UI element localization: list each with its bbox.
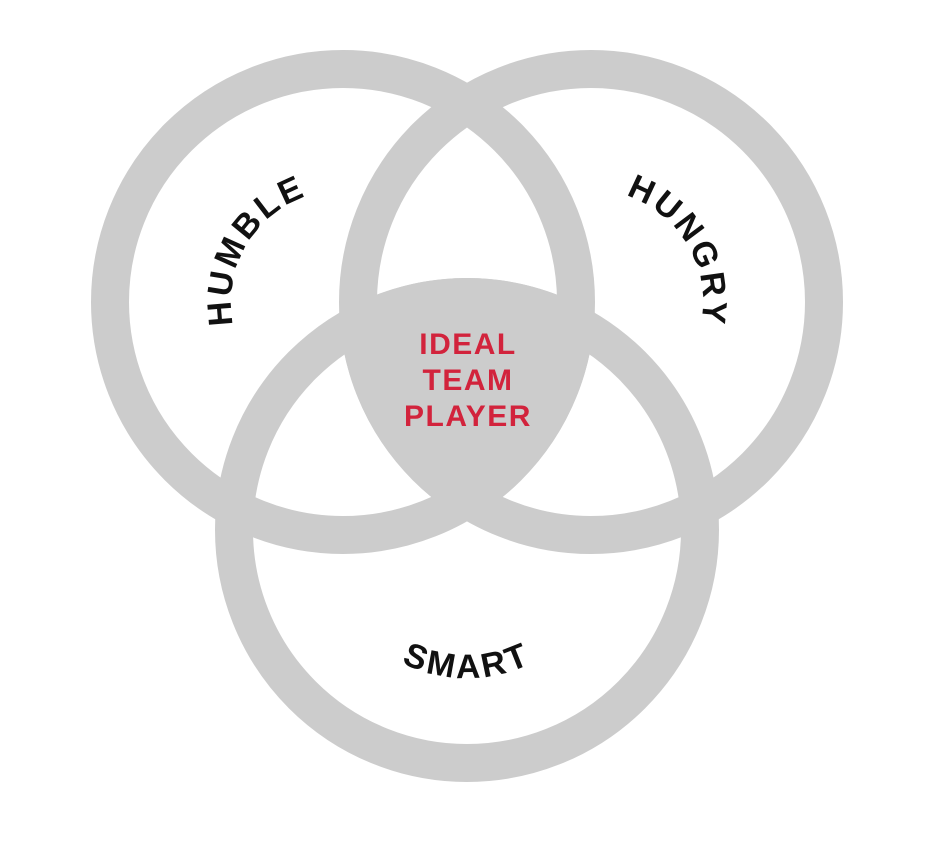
smart-circle — [215, 278, 719, 782]
smart-circle-label: SMART — [398, 635, 536, 686]
humble-circle-label-text: HUMBLE — [200, 168, 308, 328]
humble-circle — [91, 50, 595, 554]
smart-circle-label-text: SMART — [398, 635, 533, 686]
hungry-circle — [339, 50, 843, 554]
center-label-line-3: PLAYER — [404, 400, 532, 433]
center-label-line-1: IDEAL — [419, 328, 517, 361]
hungry-circle-label-text: HUNGRY — [623, 168, 731, 329]
humble-circle-label: HUMBLE — [200, 168, 311, 328]
center-label-line-2: TEAM — [423, 364, 514, 397]
hungry-circle-label: HUNGRY — [623, 168, 734, 329]
